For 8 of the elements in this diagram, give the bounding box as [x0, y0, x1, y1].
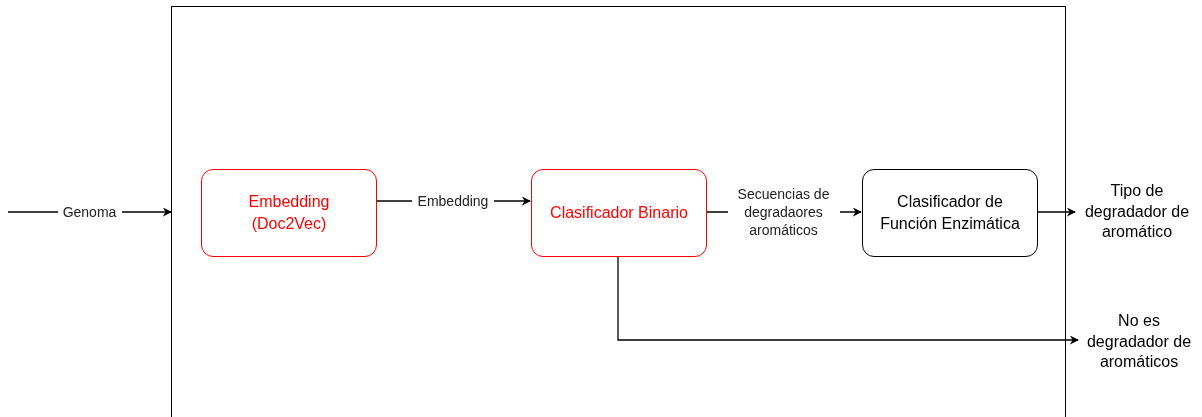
output-text: Tipo de degradador de aromático [1075, 178, 1199, 246]
process-box: Embedding (Doc2Vec) [201, 169, 377, 257]
process-box: Clasificador Binario [531, 169, 707, 257]
frame-box [171, 6, 1066, 417]
arrow [1036, 207, 1076, 217]
process-box: Clasificador de Función Enzimática [862, 169, 1038, 257]
output-text: No es degradador de aromáticos [1078, 308, 1200, 376]
arrow [617, 255, 1079, 345]
